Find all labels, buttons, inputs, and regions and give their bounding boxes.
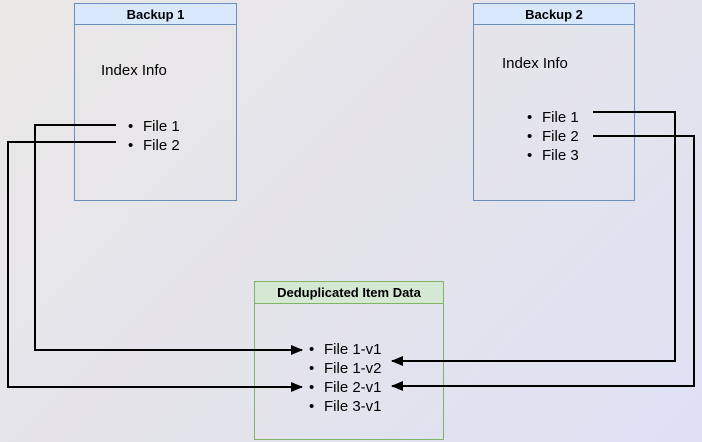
backup1-box: Backup 1 Index Info • File 1 • File 2 [74, 3, 237, 201]
backup2-file-list: • File 1 • File 2 • File 3 [527, 108, 579, 165]
file-label: File 2 [542, 128, 579, 145]
bullet-icon: • [309, 379, 315, 396]
file-version-label: File 1-v1 [324, 341, 382, 358]
file-label: File 1 [542, 109, 579, 126]
list-item: • File 1-v2 [309, 359, 382, 378]
bullet-icon: • [309, 398, 315, 415]
file-label: File 2 [143, 137, 180, 154]
file-label: File 1 [143, 118, 180, 135]
dedup-item-list: • File 1-v1 • File 1-v2 • File 2-v1 • File 3… [309, 340, 382, 416]
bullet-icon: • [527, 128, 533, 145]
backup1-file-list: • File 1 • File 2 [128, 117, 180, 155]
file-version-label: File 1-v2 [324, 360, 382, 377]
file-label: File 3 [542, 147, 579, 164]
backup2-box: Backup 2 Index Info • File 1 • File 2 • Fil… [473, 3, 635, 201]
backup2-title: Backup 2 [474, 4, 634, 25]
dedup-title: Deduplicated Item Data [255, 282, 443, 304]
bullet-icon: • [128, 118, 134, 135]
dedup-box: Deduplicated Item Data • File 1-v1 • File … [254, 281, 444, 440]
bullet-icon: • [128, 137, 134, 154]
bullet-icon: • [527, 109, 533, 126]
list-item: • File 1 [527, 108, 579, 127]
backup1-title: Backup 1 [75, 4, 236, 25]
backup2-subtitle: Index Info [502, 55, 568, 72]
file-version-label: File 3-v1 [324, 398, 382, 415]
list-item: • File 3-v1 [309, 397, 382, 416]
list-item: • File 1 [128, 117, 180, 136]
list-item: • File 2-v1 [309, 378, 382, 397]
bullet-icon: • [309, 360, 315, 377]
list-item: • File 1-v1 [309, 340, 382, 359]
bullet-icon: • [309, 341, 315, 358]
file-version-label: File 2-v1 [324, 379, 382, 396]
list-item: • File 2 [128, 136, 180, 155]
backup1-subtitle: Index Info [101, 62, 167, 79]
bullet-icon: • [527, 147, 533, 164]
list-item: • File 3 [527, 146, 579, 165]
list-item: • File 2 [527, 127, 579, 146]
